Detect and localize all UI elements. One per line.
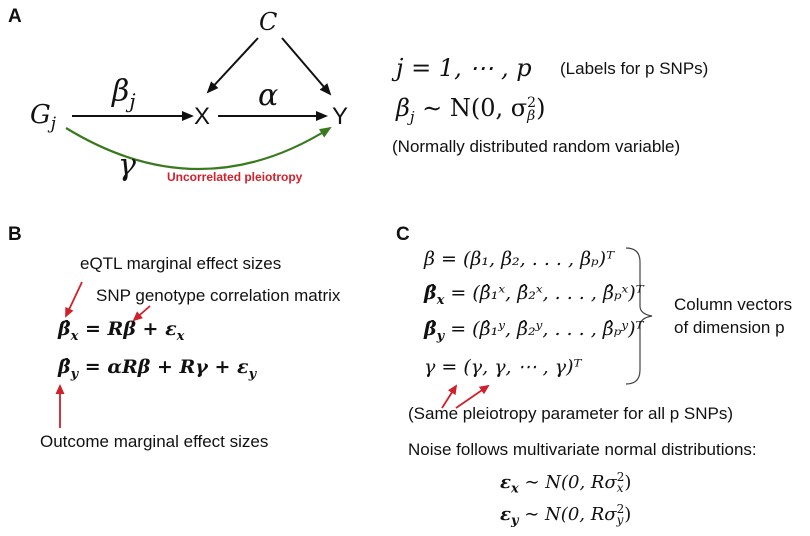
vector-beta: β = (β₁, β₂, . . . , βₚ)ᵀ: [424, 248, 615, 270]
same-pleiotropy-note: (Same pleiotropy parameter for all p SNP…: [408, 404, 734, 423]
n1-sub2: x: [616, 481, 624, 495]
arrow-gamma-1: [441, 384, 458, 409]
edge-g-to-y-pleiotropy: [65, 126, 332, 171]
arrow-ld: [132, 305, 151, 322]
eq-beta-sub: j: [409, 107, 415, 126]
eq1-rhs: = Rβ + ε: [78, 318, 177, 340]
node-y: Y: [332, 103, 349, 130]
node-c: C: [259, 8, 278, 36]
edge-beta-main: β: [112, 74, 130, 109]
vector-gamma: γ = (γ, γ, ⋯ , γ)ᵀ: [424, 356, 582, 378]
eq-beta-y-hat: β̂y = αRβ + Rγ + εy: [58, 356, 256, 382]
n1-lhs: ε: [500, 472, 511, 493]
n1-sup: 2: [616, 470, 625, 485]
v2-sub: x: [436, 292, 445, 308]
eq2-rhs-sub: y: [248, 366, 257, 382]
eq1-lhs: β̂: [58, 318, 71, 340]
dimension-label: of dimension p: [674, 318, 785, 337]
n2-rhs: ∼ N(0, Rσ: [518, 504, 617, 525]
v2-rhs: = (β̂₁ˣ, β̂₂ˣ, . . . , β̂ₚˣ)ᵀ: [444, 282, 644, 304]
n1-rhs: ∼ N(0, Rσ: [518, 472, 617, 493]
eq-beta-rest: ∼ N(0, σ: [414, 94, 528, 122]
noise-note: Noise follows multivariate normal distri…: [408, 440, 757, 459]
n2-close: ): [624, 504, 632, 525]
panel-label-c: C: [396, 224, 410, 245]
arrow-gamma-2: [455, 384, 490, 409]
edge-beta-sub: j: [129, 89, 136, 113]
edge-gamma-label: γ: [118, 148, 136, 183]
arrow-eqtl: [65, 281, 83, 318]
n2-sub: y: [510, 513, 519, 529]
node-gj-sub: j: [50, 114, 57, 135]
panel-label-a: A: [8, 6, 22, 27]
eq-beta-close: ): [536, 94, 546, 122]
edge-alpha-label: α: [258, 78, 279, 113]
edge-c-to-y: [281, 37, 332, 96]
eq-beta-x-hat: β̂x = Rβ + εx: [58, 318, 184, 344]
edge-c-to-x: [206, 37, 259, 94]
node-gj: Gj: [30, 100, 56, 134]
eq-index-note: (Labels for p SNPs): [560, 59, 709, 78]
node-gj-main: G: [30, 100, 51, 130]
vector-beta-x-hat: β̂x = (β̂₁ˣ, β̂₂ˣ, . . . , β̂ₚˣ)ᵀ: [424, 282, 644, 308]
eq1-rhs-sub: x: [176, 328, 185, 344]
v3-sub: y: [436, 328, 445, 344]
panel-label-b: B: [8, 224, 22, 245]
v3-lhs: β̂: [424, 318, 437, 340]
edge-beta-label: βj: [112, 74, 136, 113]
eq2-lhs: β̂: [58, 356, 71, 378]
n2-lhs: ε: [500, 504, 511, 525]
eq2-lhs-sub: y: [70, 366, 79, 382]
n2-sub2: y: [616, 513, 624, 527]
n1-sub: x: [510, 481, 519, 497]
v3-rhs: = (β̂₁ʸ, β̂₂ʸ, . . . , β̂ₚʸ)ᵀ: [444, 318, 644, 340]
eq2-rhs: = αRβ + Rγ + ε: [78, 356, 249, 378]
node-x: X: [194, 103, 211, 130]
n2-sup: 2: [616, 502, 625, 517]
eqtl-label: eQTL marginal effect sizes: [80, 254, 282, 273]
n1-close: ): [624, 472, 632, 493]
eq1-lhs-sub: x: [70, 328, 79, 344]
eq-beta-sym: β: [396, 94, 410, 122]
eq-beta-sup: 2: [527, 94, 537, 111]
eq-beta-note: (Normally distributed random variable): [392, 137, 681, 156]
vector-beta-y-hat: β̂y = (β̂₁ʸ, β̂₂ʸ, . . . , β̂ₚʸ)ᵀ: [424, 318, 644, 344]
eq-beta-sub2: β: [527, 107, 536, 124]
uncorrelated-pleiotropy-label: Uncorrelated pleiotropy: [167, 170, 303, 184]
eq-index: j = 1, ⋯ , p: [396, 54, 532, 82]
ld-matrix-label: SNP genotype correlation matrix: [96, 286, 341, 305]
outcome-label: Outcome marginal effect sizes: [40, 432, 269, 451]
column-brace: [625, 247, 653, 385]
v2-lhs: β̂: [424, 282, 437, 304]
column-vectors-label: Column vectors: [674, 295, 793, 314]
